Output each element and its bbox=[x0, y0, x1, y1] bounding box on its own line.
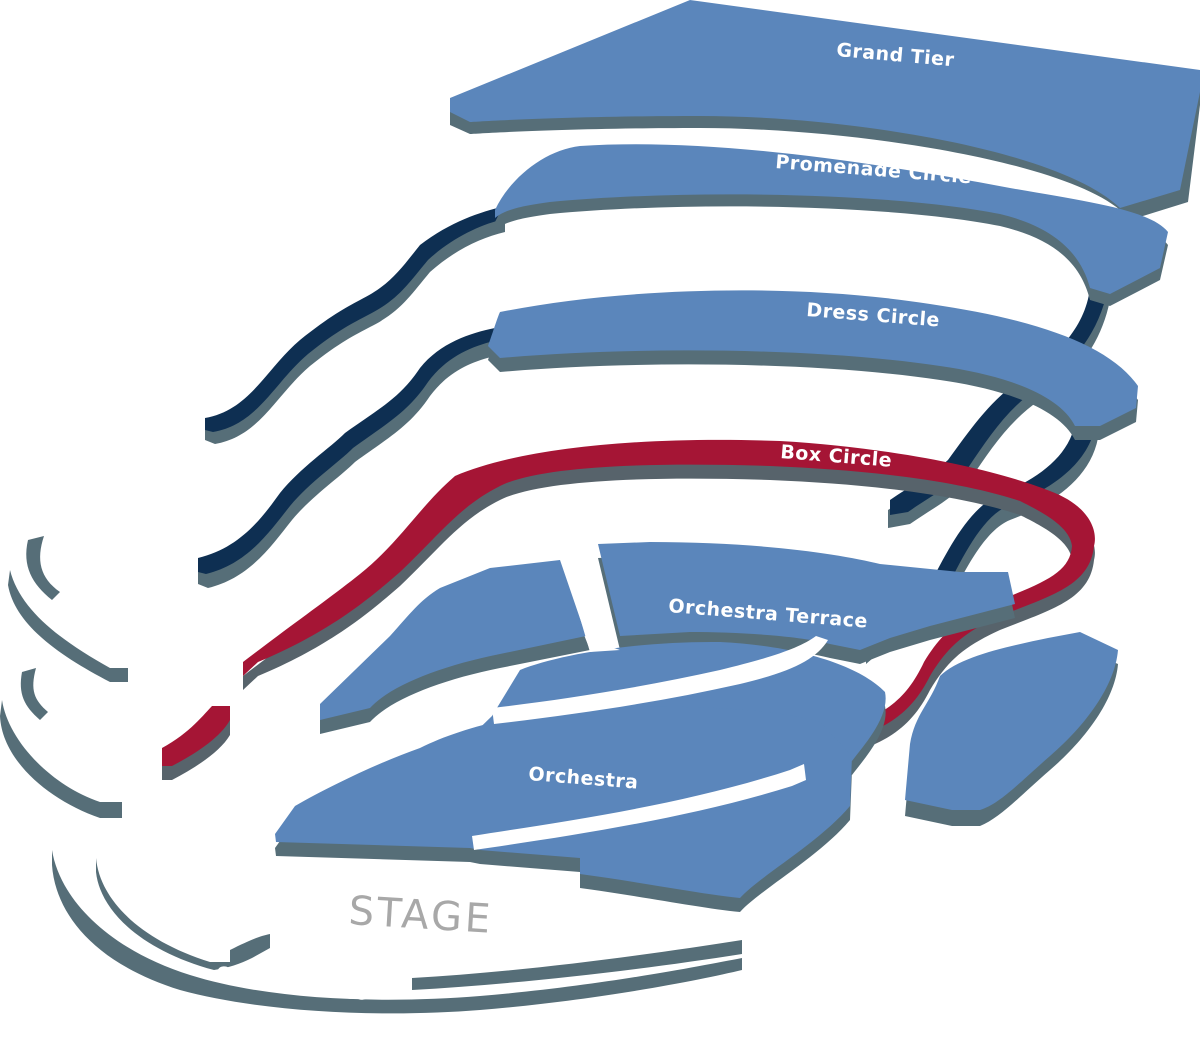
grand-tier-top bbox=[450, 0, 1200, 208]
box-circle-left-fragment bbox=[162, 706, 230, 766]
left-box-tiers bbox=[0, 536, 128, 818]
orch-terrace-center-top bbox=[598, 542, 1015, 650]
left-box-upper-shadow bbox=[8, 570, 128, 682]
dress-left-fronts bbox=[198, 328, 495, 574]
stage-label: STAGE bbox=[347, 888, 494, 943]
dress-circle-section[interactable] bbox=[198, 290, 1138, 664]
promenade-left-fronts-shadow bbox=[205, 216, 505, 444]
promenade-circle-section[interactable] bbox=[205, 144, 1168, 528]
grand-tier-section[interactable] bbox=[450, 0, 1200, 220]
promenade-circle-top bbox=[495, 144, 1168, 294]
dress-circle-top bbox=[488, 290, 1138, 426]
orch-terrace-right-top bbox=[905, 632, 1118, 810]
promenade-left-fronts bbox=[205, 206, 505, 432]
orch-terrace-left-top bbox=[320, 560, 586, 720]
orchestra-aisle-divider bbox=[472, 764, 806, 850]
orchestra-terrace-section[interactable] bbox=[320, 542, 1118, 826]
orchestra-section[interactable] bbox=[275, 556, 886, 912]
box-circle-top bbox=[243, 439, 1095, 736]
orchestra-terrace-aisle bbox=[492, 636, 828, 724]
choral-terrace-section[interactable] bbox=[52, 850, 742, 1014]
orchestra-main-top bbox=[275, 706, 852, 898]
promenade-right-fronts bbox=[890, 288, 1108, 515]
box-circle-shadow bbox=[243, 453, 1095, 750]
choral-terrace-right-shadow bbox=[412, 940, 742, 990]
left-box-upper-shadow-inner bbox=[26, 536, 60, 600]
left-box-lower-shadow-inner bbox=[20, 668, 48, 720]
dress-right-fronts bbox=[866, 424, 1096, 648]
left-box-lower-shadow bbox=[0, 700, 122, 818]
orch-terrace-gap bbox=[562, 556, 620, 652]
box-circle-section[interactable] bbox=[162, 439, 1095, 780]
